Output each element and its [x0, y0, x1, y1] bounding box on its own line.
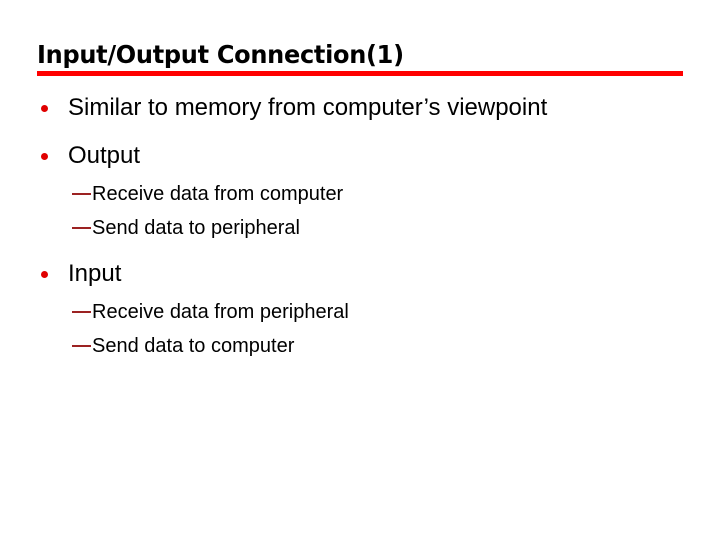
bullet-group: Input Receive data from peripheral Send … [37, 255, 697, 363]
em-dash-icon [72, 345, 91, 347]
bullet-item-level2: Send data to computer [37, 329, 697, 363]
round-bullet-icon [41, 271, 48, 278]
round-bullet-icon [41, 105, 48, 112]
em-dash-icon [72, 311, 91, 313]
slide-title-block: Input/Output Connection(1) [37, 40, 685, 70]
bullet-item-level1-label: Output [68, 142, 141, 169]
bullet-item-level2-label: Receive data from computer [92, 183, 344, 205]
bullet-item-level1-label: Input [68, 260, 122, 287]
bullet-item-level2: Receive data from computer [37, 177, 697, 211]
sub-bullet-list: Receive data from peripheral Send data t… [37, 295, 697, 363]
bullet-item-level1: Input [37, 255, 697, 293]
bullet-group: Output Receive data from computer Send d… [37, 137, 697, 245]
bullet-item-level2: Receive data from peripheral [37, 295, 697, 329]
em-dash-icon [72, 193, 91, 195]
sub-bullet-list: Receive data from computer Send data to … [37, 177, 697, 245]
bullet-group: Similar to memory from computer’s viewpo… [37, 89, 697, 127]
round-bullet-icon [41, 153, 48, 160]
em-dash-icon [72, 227, 91, 229]
bullet-item-level2-label: Receive data from peripheral [92, 301, 349, 323]
bullet-item-level1: Similar to memory from computer’s viewpo… [37, 89, 697, 127]
slide-body-list: Similar to memory from computer’s viewpo… [37, 89, 697, 363]
bullet-item-level1: Output [37, 137, 697, 175]
bullet-item-level2-label: Send data to peripheral [92, 217, 300, 239]
bullet-item-level2-label: Send data to computer [92, 335, 295, 357]
slide-title: Input/Output Connection(1) [37, 40, 404, 69]
bullet-item-level2: Send data to peripheral [37, 211, 697, 245]
title-underline-rule [37, 71, 683, 76]
bullet-item-level1-label: Similar to memory from computer’s viewpo… [68, 94, 548, 121]
